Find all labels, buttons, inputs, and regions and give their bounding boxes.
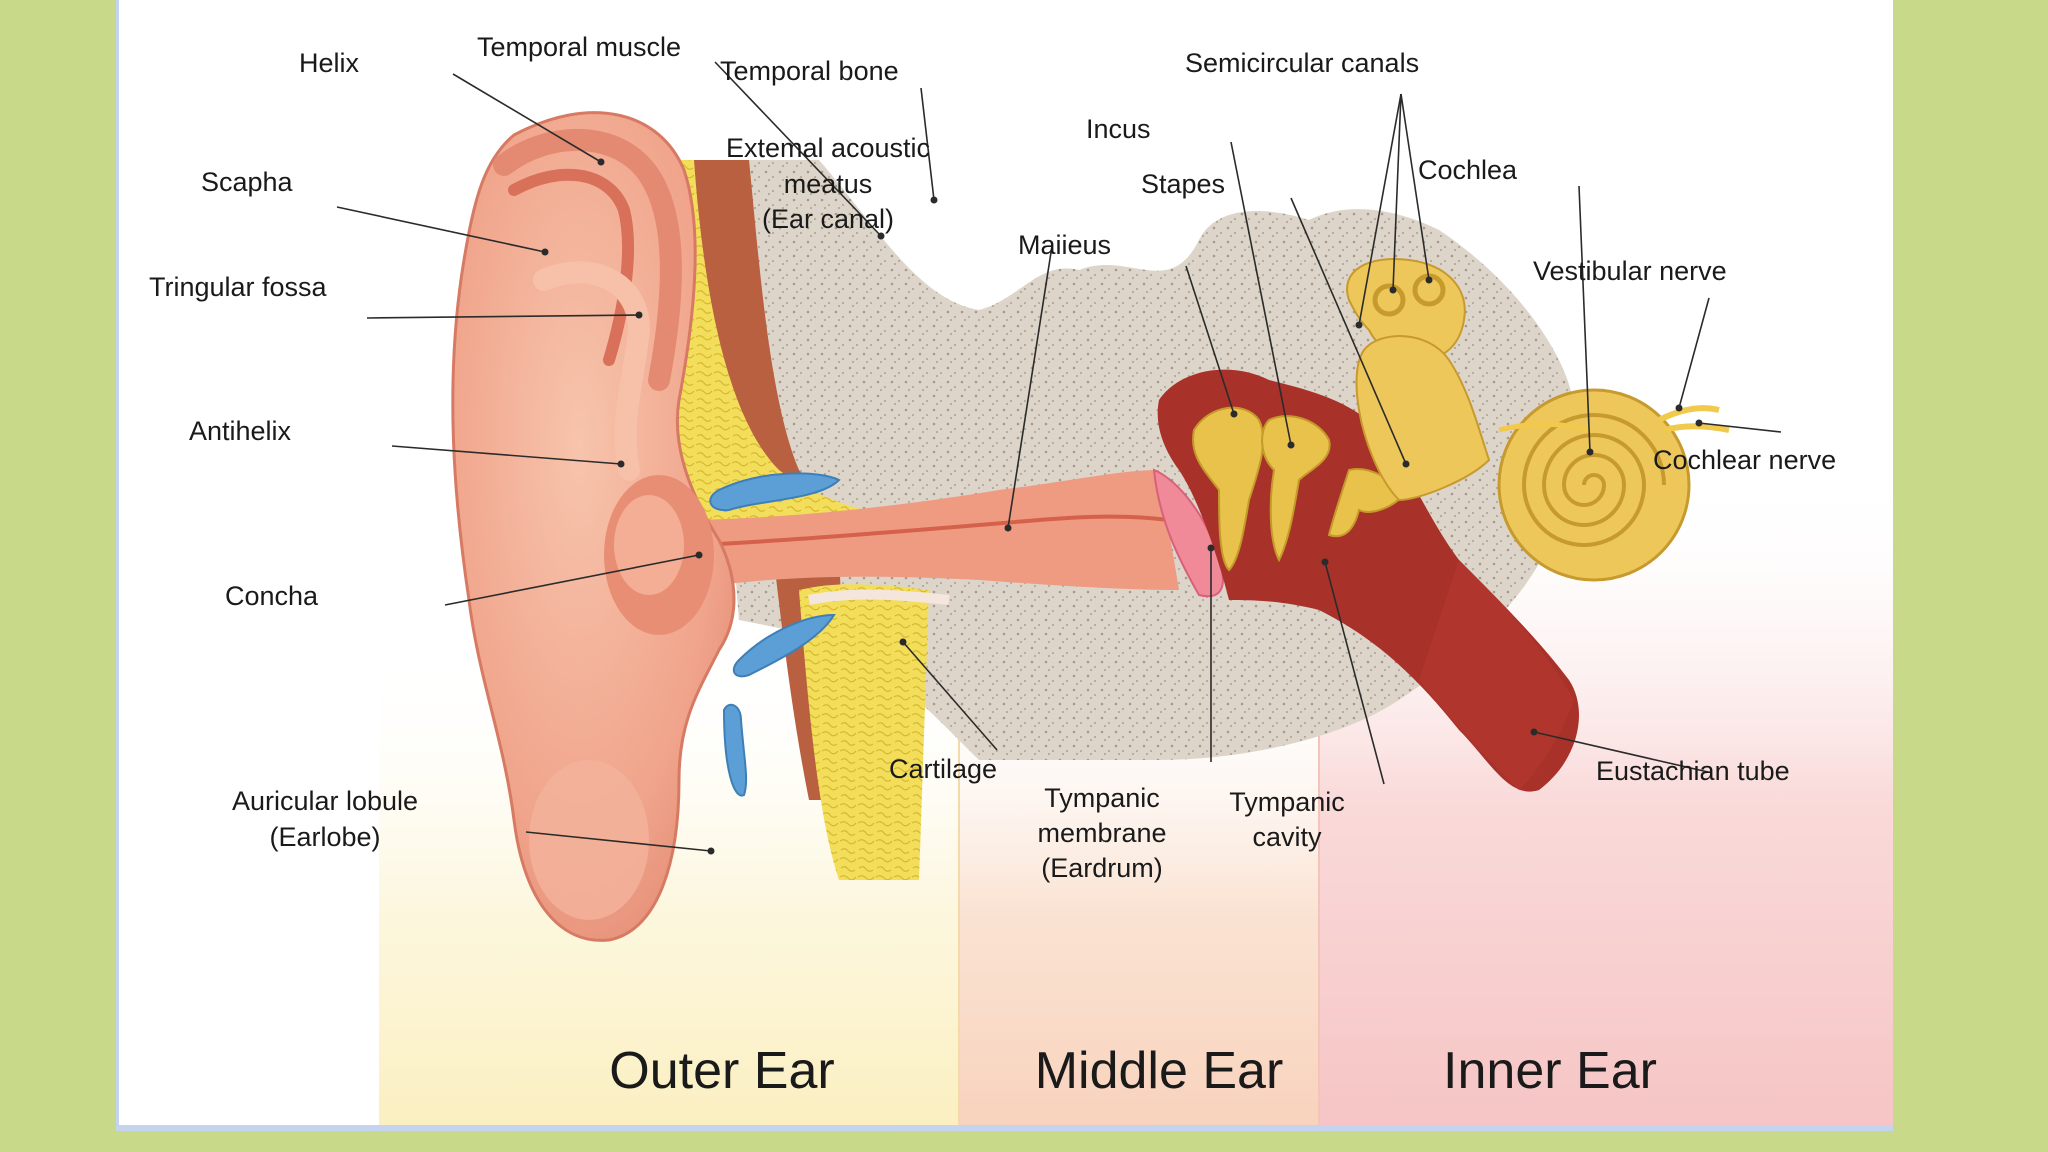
region-title-middle-ear: Middle Ear	[1035, 1042, 1284, 1100]
label-cochlear-nerve: Cochlear nerve	[1653, 445, 1836, 475]
fatty-tissue-upper	[619, 160, 939, 560]
cartilage-lower	[722, 703, 748, 797]
label-external-meatus-line1: Extemal acoustic	[726, 133, 930, 163]
ear-diagram-svg: Helix Temporal muscle Temporal bone Exte…	[149, 32, 1893, 1125]
earlobe-shape	[529, 760, 649, 920]
leader-lines	[336, 61, 1782, 855]
diagram-panel: Helix Temporal muscle Temporal bone Exte…	[116, 0, 1893, 1131]
region-title-outer-ear: Outer Ear	[609, 1042, 834, 1100]
label-concha: Concha	[225, 581, 319, 611]
label-tympanic-membrane-line2: membrane	[1037, 818, 1166, 848]
label-tympanic-membrane-line3: (Eardrum)	[1041, 853, 1163, 883]
label-external-meatus-line2: meatus	[784, 169, 873, 199]
label-incus: Incus	[1086, 114, 1151, 144]
label-vestibular-nerve: Vestibular nerve	[1533, 256, 1727, 286]
label-helix: Helix	[299, 48, 360, 78]
label-auricular-lobule-line2: (Earlobe)	[269, 822, 380, 852]
malleus-bone	[1192, 406, 1265, 572]
label-cochlea: Cochlea	[1418, 155, 1518, 185]
label-malleus: Maiieus	[1018, 230, 1111, 260]
cochlea-shape	[1497, 388, 1691, 582]
label-semicircular-canals: Semicircular canals	[1185, 48, 1419, 78]
label-tympanic-membrane-line1: Tympanic	[1044, 783, 1160, 813]
cartilage-middle	[732, 613, 836, 678]
cartilage-upper	[709, 472, 841, 512]
label-temporal-bone: Temporal bone	[720, 56, 899, 86]
label-auricular-lobule-line1: Auricular lobule	[232, 786, 418, 816]
semicircular-canals-shape	[1346, 258, 1466, 362]
region-title-inner-ear: Inner Ear	[1443, 1042, 1657, 1100]
fatty-tissue-lower	[799, 584, 929, 880]
nerve-fibres	[1657, 405, 1730, 433]
label-antihelix: Antihelix	[189, 416, 292, 446]
eardrum	[1152, 468, 1224, 598]
label-eustachian-tube: Eustachian tube	[1596, 756, 1790, 786]
label-stapes: Stapes	[1141, 169, 1225, 199]
label-external-meatus-line3: (Ear canal)	[762, 204, 894, 234]
label-triangular-fossa: Tringular fossa	[149, 272, 328, 302]
label-scapha: Scapha	[201, 167, 294, 197]
label-tympanic-cavity-line1: Tympanic	[1229, 787, 1345, 817]
label-temporal-muscle: Temporal muscle	[477, 32, 681, 62]
vestibule-shape	[1355, 335, 1491, 502]
incus-bone	[1261, 415, 1331, 563]
label-tympanic-cavity-line2: cavity	[1252, 822, 1322, 852]
label-cartilage: Cartilage	[889, 754, 997, 784]
